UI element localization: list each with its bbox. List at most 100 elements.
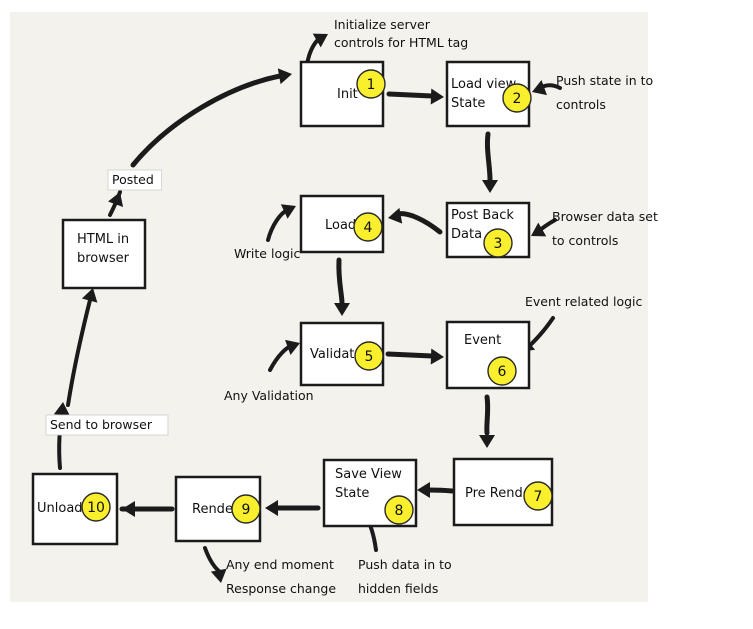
step-number-badge	[523, 481, 553, 511]
stage-label: State	[451, 96, 485, 111]
label-tag	[45, 414, 169, 436]
arrow-push-state	[532, 80, 562, 96]
stage-load: Load 4	[299, 194, 385, 254]
stage-label: Init	[337, 87, 358, 102]
arrow-head	[532, 80, 547, 96]
init-note: Initialize server controls for HTML tag	[334, 17, 468, 50]
arrow-head	[285, 339, 300, 355]
arrow-head	[265, 500, 278, 516]
arrow-head	[81, 288, 98, 303]
stage-label: Load view	[451, 77, 517, 92]
arrow-write-logic	[266, 204, 296, 242]
arrow-line	[395, 211, 443, 235]
stage-label: browser	[77, 251, 130, 266]
arrow-line	[385, 351, 435, 359]
annotation-text: Browser data set	[552, 209, 658, 224]
arrow-load-view-state-to-post-back	[482, 131, 498, 193]
annotation-text: controls for HTML tag	[334, 35, 468, 50]
post-back-note: Browser data set to controls	[552, 209, 658, 248]
step-number: 6	[498, 364, 507, 380]
stage-label: State	[335, 486, 369, 501]
step-number-badge	[487, 356, 517, 386]
stage-label: Load	[325, 218, 356, 233]
stage-label: Pre Render	[465, 486, 537, 501]
step-number: 5	[365, 349, 374, 365]
arrow-line	[130, 73, 283, 168]
annotation-text: Event related logic	[525, 294, 642, 309]
arrow-head	[312, 33, 328, 48]
arrow-head	[388, 207, 403, 224]
step-number-badge	[353, 212, 383, 242]
annotation-text: Any end moment	[226, 557, 334, 572]
stage-label: Post Back	[451, 208, 514, 223]
stage-box	[445, 320, 531, 390]
stage-init: Init 1	[299, 60, 386, 128]
step-number-badge	[356, 69, 386, 99]
arrow-line	[386, 91, 435, 99]
load-note: Write logic	[234, 246, 301, 261]
arrow-head	[430, 88, 444, 105]
step-number-badge	[354, 341, 384, 371]
arrow-line	[484, 394, 491, 436]
stage-label: Render	[192, 502, 239, 517]
step-number-badge	[384, 495, 414, 525]
arrow-head	[277, 68, 292, 85]
step-number: 2	[513, 91, 522, 107]
step-number: 8	[395, 503, 404, 519]
arrow-render-to-unload	[119, 501, 175, 517]
stage-event: Event 6	[445, 320, 531, 390]
stage-label: Save View	[335, 467, 402, 482]
stage-html-in-browser: HTML in browser	[61, 218, 147, 290]
arrow-save-view-state-to-render	[265, 500, 321, 516]
step-number: 1	[367, 77, 376, 93]
stage-label: Data	[451, 227, 482, 242]
validate-note: Any Validation	[224, 388, 314, 403]
stage-label: Unload	[37, 501, 83, 516]
arrow-head	[280, 204, 296, 219]
annotation-text: Initialize server	[334, 17, 431, 32]
arrow-head	[430, 348, 444, 365]
arrow-head	[122, 501, 135, 517]
step-number: 4	[364, 220, 373, 236]
stage-label: Event	[464, 333, 501, 348]
arrow-head	[210, 568, 227, 583]
arrow-head	[417, 482, 430, 498]
arrow-head	[479, 435, 495, 448]
annotation-text: Posted	[112, 172, 154, 187]
arrow-line	[66, 298, 92, 407]
send-label: Send to browser	[45, 414, 169, 436]
arrow-render-note	[203, 546, 227, 583]
arrow-head	[531, 222, 547, 237]
arrow-event-to-pre-render	[479, 394, 495, 448]
annotation-text: controls	[556, 97, 606, 112]
arrow-head	[482, 180, 498, 193]
annotation-text: Response change	[226, 581, 336, 596]
event-note: Event related logic	[525, 294, 642, 309]
arrow-head	[53, 402, 70, 416]
annotation-text: Write logic	[234, 246, 301, 261]
arrow-pre-render-to-save-view-state	[417, 482, 455, 498]
annotation-text: Send to browser	[50, 417, 153, 432]
annotations: Initialize server controls for HTML tagPu…	[45, 17, 658, 596]
arrow-line	[425, 487, 455, 494]
annotation-text: Push data in to	[358, 557, 452, 572]
arrow-send-to-html	[66, 288, 98, 407]
arrow-line	[336, 257, 345, 306]
arrow-init-to-load-view-state	[386, 88, 444, 105]
arrow-any-validation	[268, 339, 300, 372]
arrow-head	[334, 303, 350, 316]
annotation-text: Push state in to	[556, 73, 653, 88]
annotation-text: Any Validation	[224, 388, 314, 403]
arrow-post-back-to-load	[388, 207, 443, 235]
stage-label: HTML in	[77, 232, 129, 247]
arrow-line	[484, 131, 493, 183]
load-view-state-note: Push state in to controls	[556, 73, 653, 112]
annotation-text: to controls	[552, 233, 618, 248]
